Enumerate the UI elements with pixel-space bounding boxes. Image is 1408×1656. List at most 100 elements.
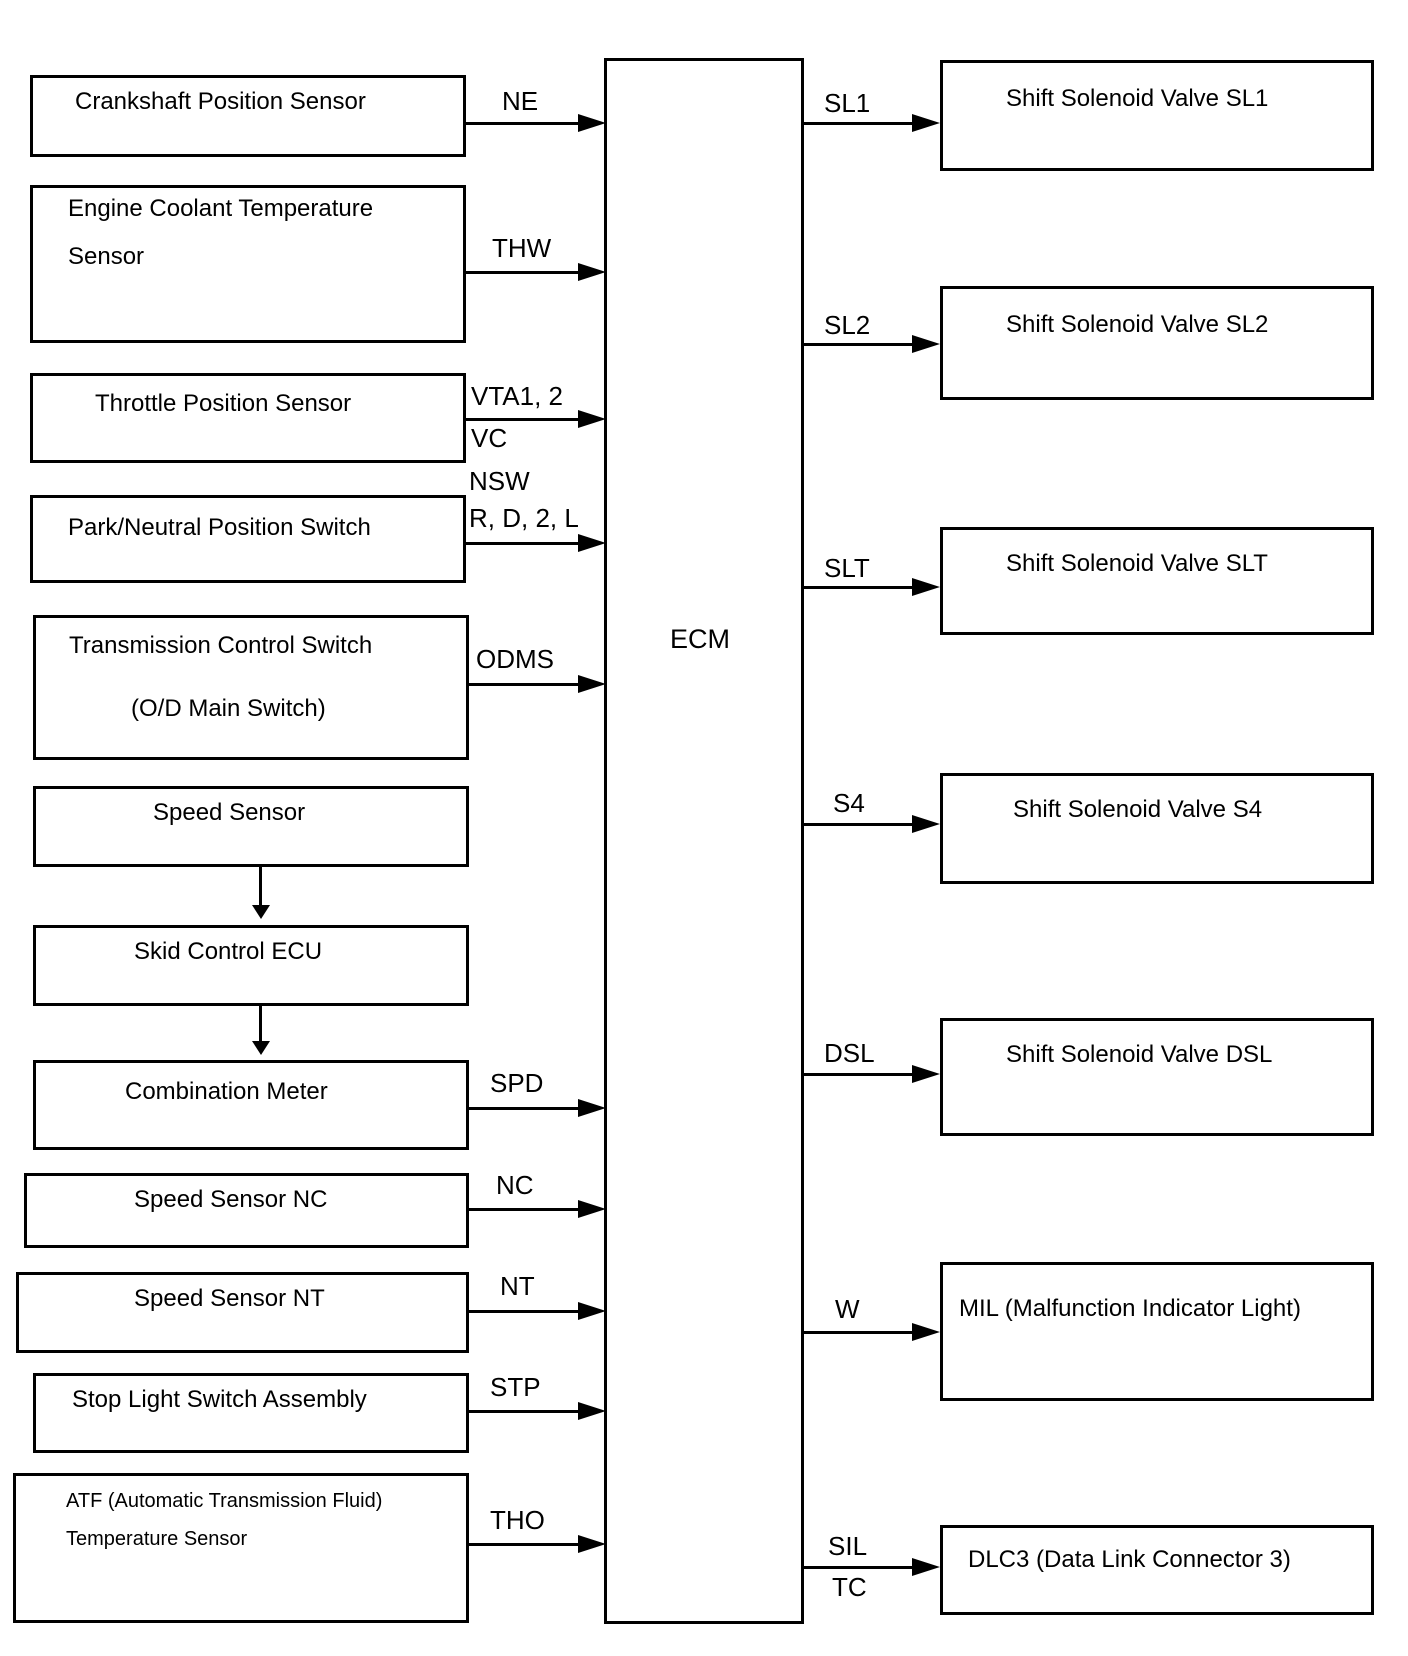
speed-sensor-nt-label: Speed Sensor NT	[134, 1285, 325, 1312]
sl1-signal-line	[804, 122, 914, 125]
sl2-signal-label: SL2	[824, 310, 871, 340]
transmission-control-switch-box: Transmission Control Switch (O/D Main Sw…	[33, 615, 469, 760]
speed-sensor-nc-label: Speed Sensor NC	[134, 1186, 328, 1213]
nsw-signal-line	[466, 542, 582, 545]
stp-signal-label: STP	[490, 1372, 541, 1402]
stop-light-switch-label: Stop Light Switch Assembly	[72, 1386, 367, 1413]
thw-signal-line	[466, 271, 582, 274]
ne-signal-line	[466, 122, 582, 125]
combination-meter-box: Combination Meter	[33, 1060, 469, 1150]
speed-sensor-box: Speed Sensor	[33, 786, 469, 867]
tc-signal-label: TC	[832, 1572, 867, 1602]
thw-signal-label: THW	[492, 233, 552, 263]
stp-arrow-icon	[578, 1402, 606, 1420]
ecm-label: ECM	[670, 624, 730, 654]
atf-temp-sensor-label-line1: ATF (Automatic Transmission Fluid)	[66, 1490, 383, 1512]
rd2l-signal-label: R, D, 2, L	[469, 503, 579, 533]
sil-tc-arrow-icon	[912, 1558, 940, 1576]
throttle-position-sensor-label: Throttle Position Sensor	[95, 390, 352, 417]
tho-signal-label: THO	[490, 1505, 545, 1535]
nc-signal-label: NC	[496, 1170, 534, 1200]
sl1-arrow-icon	[912, 114, 940, 132]
skid-control-ecu-box: Skid Control ECU	[33, 925, 469, 1006]
engine-coolant-temp-sensor-label-line2: Sensor	[68, 243, 145, 270]
shift-solenoid-dsl-label: Shift Solenoid Valve DSL	[1006, 1041, 1273, 1068]
shift-solenoid-s4-label: Shift Solenoid Valve S4	[1013, 796, 1263, 823]
shift-solenoid-sl2-box: Shift Solenoid Valve SL2	[940, 286, 1374, 400]
speed-to-skid-arrow-icon	[252, 905, 270, 919]
slt-signal-label: SLT	[824, 553, 870, 583]
speed-sensor-nt-box: Speed Sensor NT	[16, 1272, 469, 1353]
dsl-signal-label: DSL	[824, 1038, 875, 1068]
spd-signal-label: SPD	[490, 1068, 544, 1098]
skid-control-ecu-label: Skid Control ECU	[134, 938, 323, 965]
sil-tc-signal-line	[804, 1566, 914, 1569]
s4-arrow-icon	[912, 815, 940, 833]
slt-arrow-icon	[912, 578, 940, 596]
sil-signal-label: SIL	[828, 1531, 868, 1561]
nt-arrow-icon	[578, 1302, 606, 1320]
shift-solenoid-dsl-box: Shift Solenoid Valve DSL	[940, 1018, 1374, 1136]
s4-signal-label: S4	[833, 788, 865, 818]
spd-arrow-icon	[578, 1099, 606, 1117]
skid-to-meter-arrow-icon	[252, 1041, 270, 1055]
park-neutral-switch-box: Park/Neutral Position Switch	[30, 495, 466, 583]
sl2-arrow-icon	[912, 335, 940, 353]
nt-signal-line	[469, 1310, 582, 1313]
nsw-signal-label: NSW	[469, 466, 530, 496]
ne-signal-label: NE	[502, 86, 539, 116]
odms-signal-label: ODMS	[476, 644, 554, 674]
engine-coolant-temp-sensor-box: Engine Coolant Temperature Sensor	[30, 185, 466, 343]
odms-arrow-icon	[578, 675, 606, 693]
vta-signal-line	[466, 418, 582, 421]
w-arrow-icon	[912, 1323, 940, 1341]
s4-signal-line	[804, 823, 914, 826]
throttle-position-sensor-box: Throttle Position Sensor	[30, 373, 466, 463]
dsl-signal-line	[804, 1073, 914, 1076]
nc-arrow-icon	[578, 1200, 606, 1218]
tho-arrow-icon	[578, 1535, 606, 1553]
tho-signal-line	[469, 1543, 582, 1546]
vta-arrow-icon	[578, 410, 606, 428]
sl1-signal-label: SL1	[824, 88, 871, 118]
transmission-control-switch-label-line2: (O/D Main Switch)	[131, 695, 326, 722]
stop-light-switch-box: Stop Light Switch Assembly	[33, 1373, 469, 1453]
dsl-arrow-icon	[912, 1065, 940, 1083]
w-signal-label: W	[835, 1294, 860, 1324]
w-signal-line	[804, 1331, 914, 1334]
vc-signal-label: VC	[471, 423, 508, 453]
stp-signal-line	[469, 1410, 582, 1413]
shift-solenoid-slt-box: Shift Solenoid Valve SLT	[940, 527, 1374, 635]
mil-box: MIL (Malfunction Indicator Light)	[940, 1262, 1374, 1401]
atf-temp-sensor-box: ATF (Automatic Transmission Fluid) Tempe…	[13, 1473, 469, 1623]
thw-arrow-icon	[578, 263, 606, 281]
speed-sensor-label: Speed Sensor	[153, 799, 306, 826]
spd-signal-line	[469, 1107, 582, 1110]
ecm-box: ECM	[604, 58, 804, 1624]
shift-solenoid-s4-box: Shift Solenoid Valve S4	[940, 773, 1374, 884]
dlc3-box: DLC3 (Data Link Connector 3)	[940, 1525, 1374, 1615]
atf-temp-sensor-label-line2: Temperature Sensor	[66, 1528, 248, 1550]
transmission-control-switch-label-line1: Transmission Control Switch	[69, 632, 373, 659]
odms-signal-line	[469, 683, 582, 686]
skid-to-meter-line	[259, 1006, 262, 1043]
slt-signal-line	[804, 586, 914, 589]
shift-solenoid-sl1-label: Shift Solenoid Valve SL1	[1006, 85, 1269, 112]
crankshaft-position-sensor-label: Crankshaft Position Sensor	[75, 88, 366, 115]
engine-coolant-temp-sensor-label-line1: Engine Coolant Temperature	[68, 195, 374, 222]
shift-solenoid-slt-label: Shift Solenoid Valve SLT	[1006, 550, 1268, 577]
sl2-signal-line	[804, 343, 914, 346]
nsw-arrow-icon	[578, 534, 606, 552]
combination-meter-label: Combination Meter	[125, 1078, 328, 1105]
vta-signal-label: VTA1, 2	[471, 381, 564, 411]
park-neutral-switch-label: Park/Neutral Position Switch	[68, 514, 371, 541]
crankshaft-position-sensor-box: Crankshaft Position Sensor	[30, 75, 466, 157]
nc-signal-line	[469, 1208, 582, 1211]
ne-arrow-icon	[578, 114, 606, 132]
speed-to-skid-line	[259, 867, 262, 907]
nt-signal-label: NT	[500, 1271, 535, 1301]
mil-label: MIL (Malfunction Indicator Light)	[959, 1295, 1301, 1322]
dlc3-label: DLC3 (Data Link Connector 3)	[968, 1546, 1291, 1573]
shift-solenoid-sl2-label: Shift Solenoid Valve SL2	[1006, 311, 1269, 338]
